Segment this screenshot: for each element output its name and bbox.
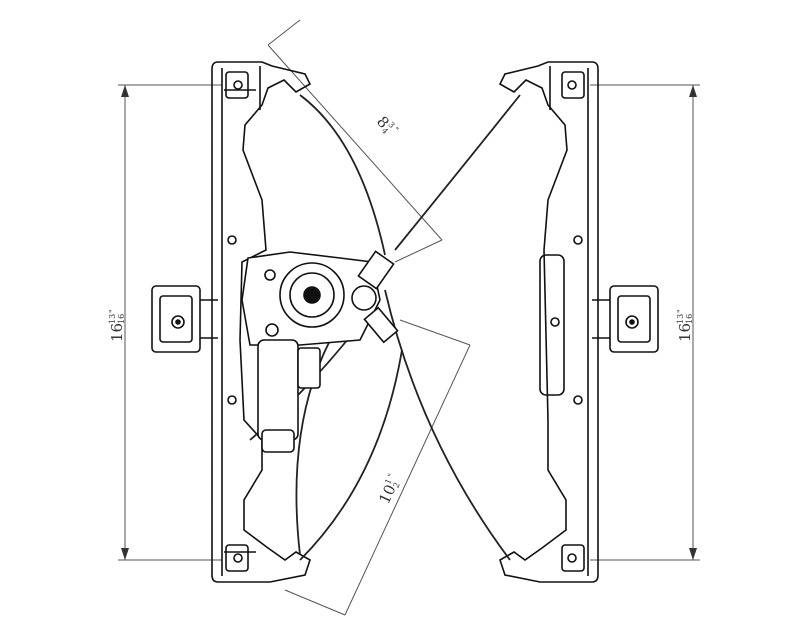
svg-text:3: 3 (386, 120, 396, 130)
svg-text:2: 2 (391, 481, 401, 489)
right-rail (498, 61, 659, 583)
svg-text:16: 16 (117, 314, 126, 324)
left-rail (151, 61, 312, 583)
dim-lower-diagonal: 10 1 2 " (375, 472, 401, 507)
dimension-lines (118, 19, 700, 616)
svg-text:1: 1 (383, 477, 393, 485)
motor-assembly (241, 250, 399, 453)
dim-left-height: 16 13 16 " (108, 309, 126, 342)
dim-right-height: 16 13 16 " (676, 309, 694, 342)
svg-text:13: 13 (676, 314, 685, 324)
svg-text:16: 16 (676, 323, 694, 342)
svg-text:": " (676, 309, 685, 313)
dimension-arrows (121, 85, 697, 560)
svg-text:13: 13 (108, 314, 117, 324)
svg-text:": " (386, 472, 396, 479)
svg-text:16: 16 (685, 314, 694, 324)
svg-text:4: 4 (380, 126, 390, 136)
svg-text:16: 16 (108, 323, 126, 342)
svg-text:": " (108, 309, 117, 313)
svg-text:": " (391, 125, 400, 134)
dim-upper-diagonal: 8 3 4 " (373, 113, 400, 136)
